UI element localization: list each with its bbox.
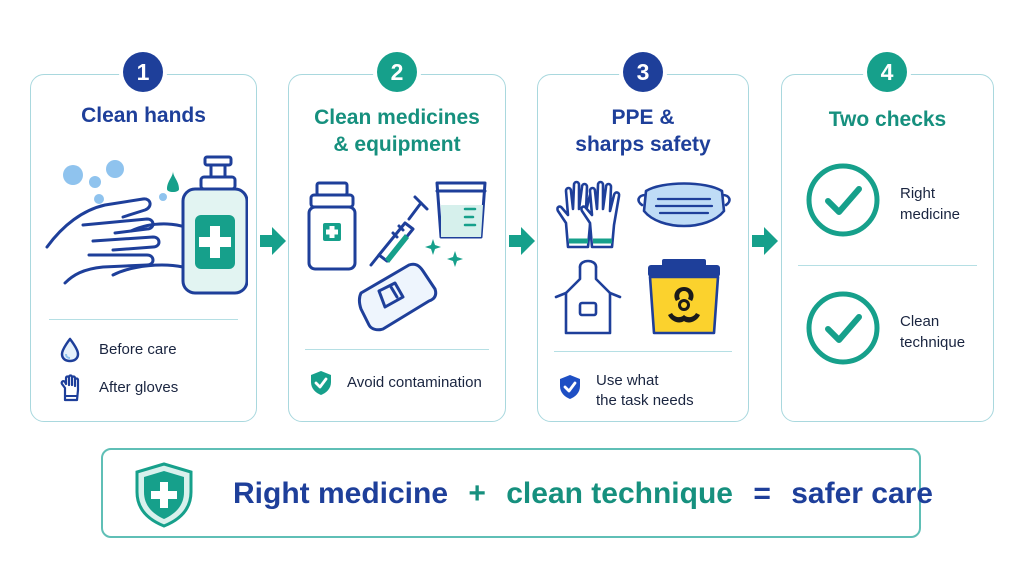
list-item-label: Use what xyxy=(596,372,659,389)
ppe-sharps-illustration xyxy=(554,180,731,335)
arrow-right-icon xyxy=(260,227,286,255)
glove-icon xyxy=(60,374,80,402)
step-card-4: Two checks Right medicine Clean techniqu… xyxy=(781,74,994,422)
step-title: Two checks xyxy=(828,108,947,131)
step-title: Clean hands xyxy=(81,104,206,127)
step-card-3: PPE & sharps safety xyxy=(537,74,749,422)
step-title-line: Clean medicines xyxy=(314,106,480,129)
water-drop-icon xyxy=(60,337,80,363)
list-item: Before care xyxy=(59,337,177,363)
check-circle-icon xyxy=(806,163,880,237)
step-title-line: sharps safety xyxy=(575,133,711,156)
summary-banner: Right medicine + clean technique = safer… xyxy=(101,448,933,538)
arrow-right-icon xyxy=(509,227,535,255)
check-circle-icon xyxy=(806,291,880,365)
list-item-label: Avoid contamination xyxy=(347,374,482,391)
arrow-right-icon xyxy=(752,227,778,255)
summary-operator-plus: + xyxy=(468,477,486,510)
divider xyxy=(554,351,732,352)
check-label-line: Right xyxy=(900,185,936,202)
shield-check-icon xyxy=(560,375,580,399)
step-number-badge: 2 xyxy=(377,52,417,92)
summary-operator-equals: = xyxy=(753,477,771,510)
list-item: After gloves xyxy=(59,374,178,402)
check-label-line: Clean xyxy=(900,313,940,330)
hand-washing-illustration xyxy=(45,155,248,295)
list-item: Avoid contamination xyxy=(309,369,482,397)
summary-text: Right medicine + clean technique = safer… xyxy=(233,476,933,512)
step-title-line: & equipment xyxy=(333,133,461,156)
divider xyxy=(305,349,489,350)
check-label-line: technique xyxy=(900,334,966,351)
step-number-badge: 3 xyxy=(623,52,663,92)
list-item-label: After gloves xyxy=(99,379,179,396)
step-title-line: PPE & xyxy=(611,106,675,129)
step-card-1: Clean hands Before car xyxy=(30,74,257,422)
summary-part-3: safer care xyxy=(791,477,933,510)
list-item-label: the task needs xyxy=(596,392,694,409)
medicine-equipment-illustration xyxy=(307,181,487,332)
divider xyxy=(49,319,238,320)
check-label-line: medicine xyxy=(900,206,961,223)
step-card-2: Clean medicines & equipment xyxy=(288,74,506,422)
list-item-label: Before care xyxy=(99,341,177,358)
summary-part-1: Right medicine xyxy=(233,477,449,510)
step-number-badge: 1 xyxy=(123,52,163,92)
shield-check-icon xyxy=(311,371,331,395)
shield-cross-icon xyxy=(135,462,193,528)
divider xyxy=(798,265,977,266)
step-number-badge: 4 xyxy=(867,52,907,92)
list-item: Use what the task needs xyxy=(558,371,694,411)
summary-part-2: clean technique xyxy=(506,477,733,510)
